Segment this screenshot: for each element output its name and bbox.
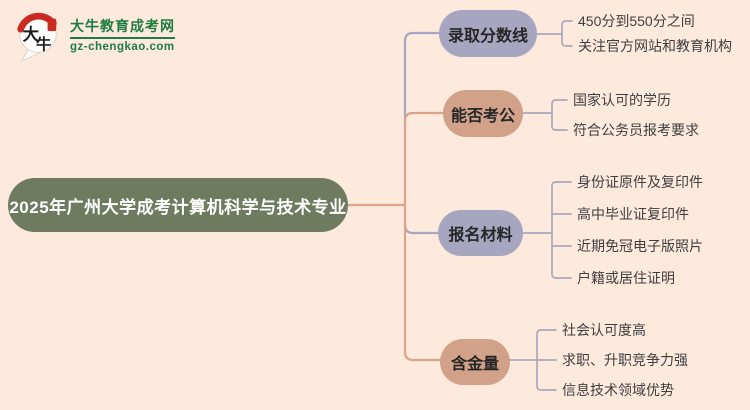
leaf-item[interactable]: 国家认可的学历 xyxy=(573,92,671,108)
leaf-item[interactable]: 符合公务员报考要求 xyxy=(573,122,699,138)
svg-text:大: 大 xyxy=(23,25,40,44)
central-topic-title: 2025年广州大学成考计算机科学与技术专业 xyxy=(9,197,347,217)
logo-text-block: 大牛教育成考网 gz-chengkao.com xyxy=(70,17,175,54)
leaf-item[interactable]: 户籍或居住证明 xyxy=(577,270,675,286)
leaf-item[interactable]: 社会认可度高 xyxy=(562,322,646,338)
logo-seal-icon xyxy=(47,18,57,32)
logo-divider xyxy=(70,36,175,39)
site-domain: gz-chengkao.com xyxy=(70,40,175,53)
logo-bubble-icon: 大 牛 xyxy=(17,12,57,62)
leaf-item[interactable]: 近期免冠电子版照片 xyxy=(577,238,703,254)
connector-branch-civil-service xyxy=(403,111,445,207)
site-logo[interactable]: 大 牛 大牛教育成考网 gz-chengkao.com xyxy=(12,8,175,62)
site-name: 大牛教育成考网 xyxy=(70,17,175,34)
branch-label: 报名材料 xyxy=(448,227,513,244)
connector-branch-value xyxy=(403,203,442,362)
connector-branch-score-line xyxy=(403,31,441,207)
leaf-item[interactable]: 450分到550分之间 xyxy=(578,13,695,29)
central-topic-node[interactable]: 2025年广州大学成考计算机科学与技术专业 xyxy=(8,178,348,232)
leaf-item[interactable]: 求职、升职竞争力强 xyxy=(562,352,688,368)
branch-node-civil-service[interactable]: 能否考公 xyxy=(443,90,523,137)
leaf-item[interactable]: 关注官方网站和教育机构 xyxy=(578,38,732,54)
branch-node-value[interactable]: 含金量 xyxy=(440,339,510,385)
leaf-item[interactable]: 高中毕业证复印件 xyxy=(577,206,689,222)
leaf-item[interactable]: 信息技术领域优势 xyxy=(562,382,674,398)
branch-label: 能否考公 xyxy=(450,107,515,125)
svg-text:牛: 牛 xyxy=(36,34,51,53)
branch-node-score-line[interactable]: 录取分数线 xyxy=(439,10,537,57)
branch-label: 录取分数线 xyxy=(447,27,528,45)
leaf-item[interactable]: 身份证原件及复印件 xyxy=(577,174,703,190)
connector-branch-materials xyxy=(403,203,440,235)
branch-node-materials[interactable]: 报名材料 xyxy=(438,210,523,256)
branch-label: 含金量 xyxy=(450,356,499,373)
